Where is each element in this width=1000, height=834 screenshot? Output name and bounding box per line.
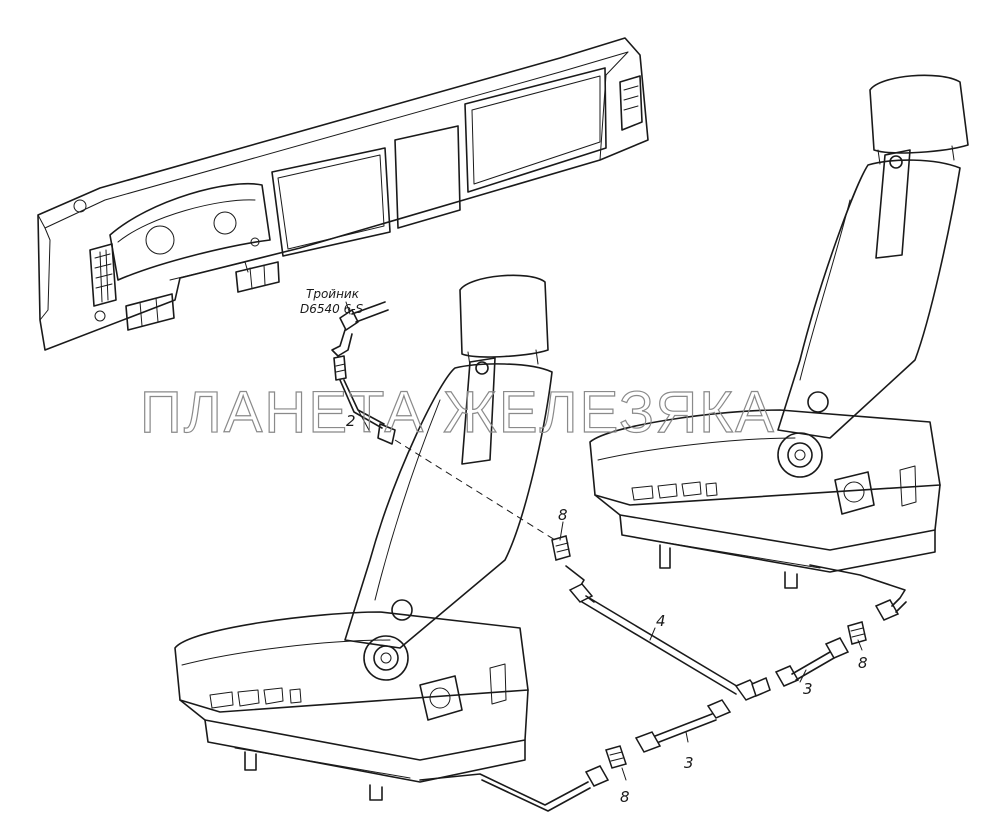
air-lines — [394, 439, 907, 812]
tee-label-line2: D6540 6-S — [300, 302, 364, 316]
callout-8-upper: 8 — [558, 506, 568, 524]
callout-8-right: 8 — [858, 654, 868, 672]
tee-leader-line — [345, 301, 351, 315]
callout-4: 4 — [656, 612, 666, 630]
dashboard-panel — [37, 37, 649, 351]
rear-seat — [589, 74, 969, 589]
callout-3-right: 3 — [803, 680, 813, 698]
callout-2: 2 — [346, 412, 356, 430]
dashed-route-line — [394, 439, 556, 541]
callout-3-lower: 3 — [684, 754, 694, 772]
tee-fitting — [331, 301, 396, 445]
callout-8-lower: 8 — [620, 788, 630, 806]
callout-leaders — [356, 407, 863, 781]
watermark-text: ПЛАНЕТА ЖЕЛЕЗЯКА — [140, 380, 776, 445]
tee-label-line1: Тройник — [306, 287, 360, 301]
front-seat — [174, 274, 553, 801]
